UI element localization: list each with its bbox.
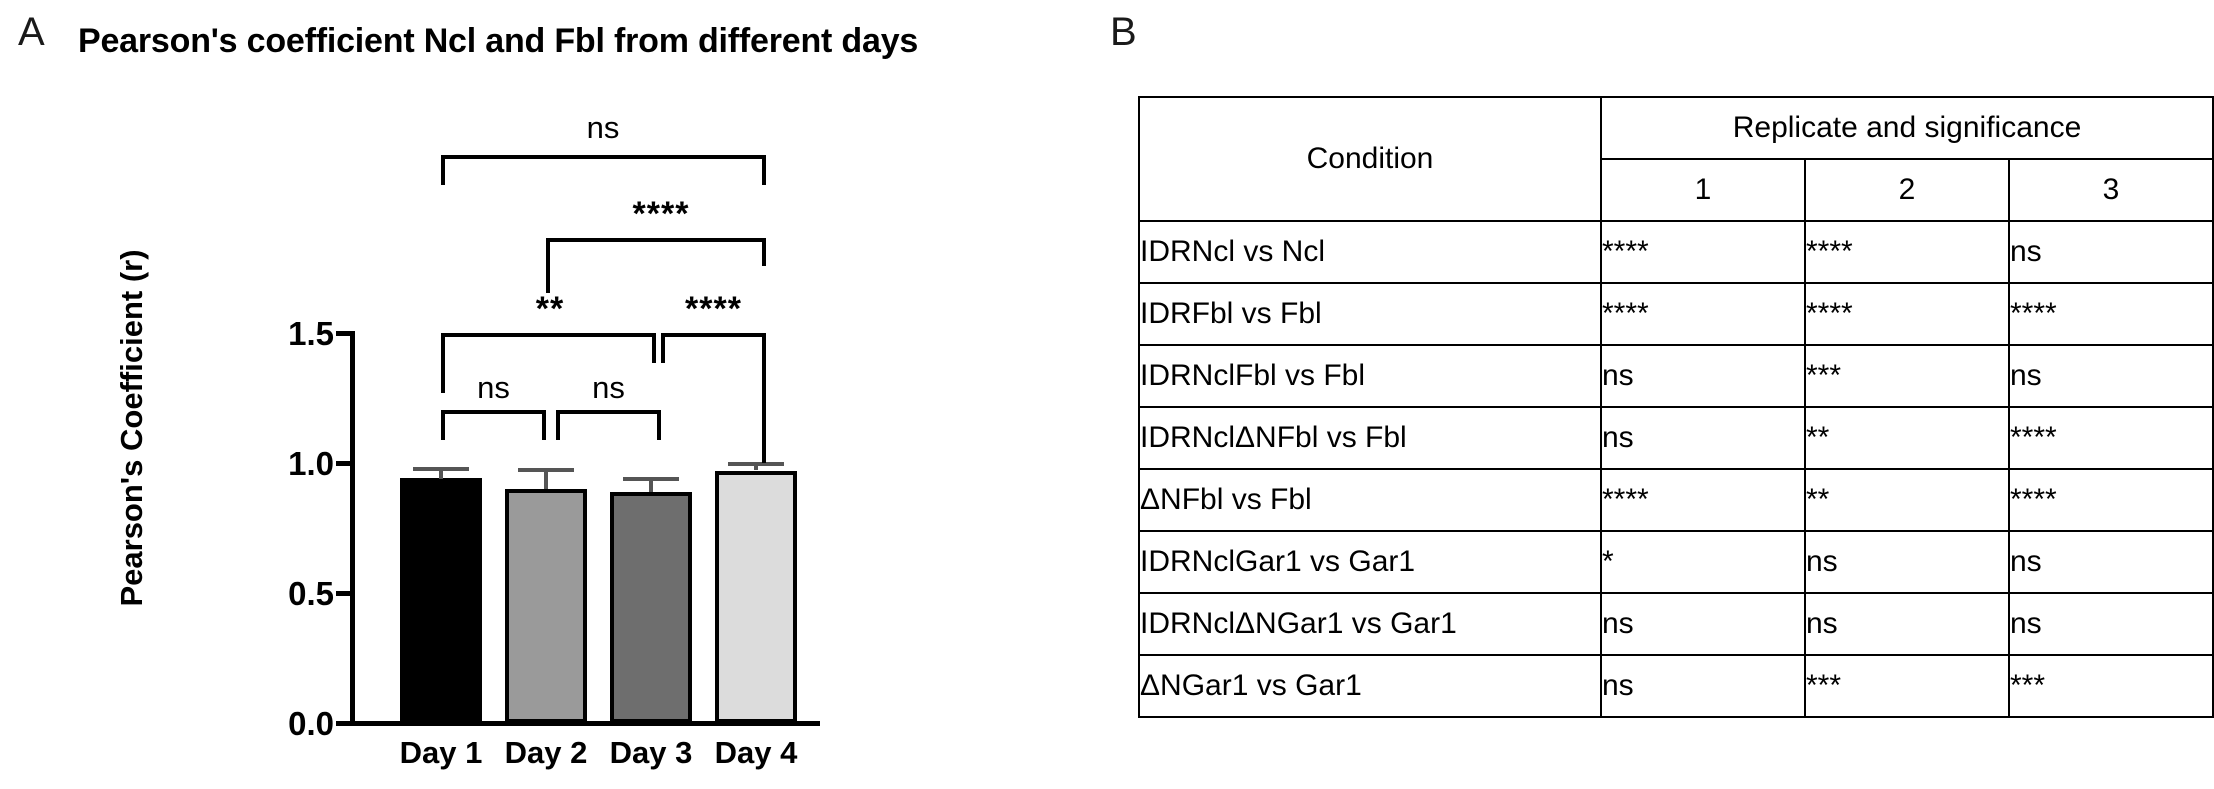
cell-condition: IDRNclFbl vs Fbl: [1138, 344, 1602, 408]
cell-significance-1: ****: [1600, 220, 1806, 284]
y-tick-label-1-0: 1.0: [288, 445, 334, 482]
cell-significance-3: ****: [2008, 406, 2214, 470]
cell-condition: ΔNGar1 vs Gar1: [1138, 654, 1602, 718]
errorbar-cap-day-2: [518, 468, 574, 472]
cell-significance-3: ***: [2008, 654, 2214, 718]
cell-significance-3: ns: [2008, 530, 2214, 594]
x-axis-line: [350, 721, 820, 726]
cell-significance-2: ****: [1804, 282, 2010, 346]
errorbar-cap-day-4: [728, 462, 784, 466]
y-tick-label-0-0: 0.0: [288, 705, 334, 742]
cell-significance-3: ns: [2008, 592, 2214, 656]
table-header-replicate-2: 2: [1804, 158, 2010, 222]
cell-condition: ΔNFbl vs Fbl: [1138, 468, 1602, 532]
y-axis-line: [350, 331, 355, 726]
y-tick-mark-1-0: [336, 461, 352, 466]
cell-significance-1: ns: [1600, 654, 1806, 718]
errorbar-stem-day-1: [439, 467, 443, 479]
table-row: ΔNFbl vs Fbl **** ** ****: [1138, 468, 2214, 532]
table-row: IDRFbl vs Fbl **** **** ****: [1138, 282, 2214, 346]
sig-label-day3-day4: ****: [685, 290, 742, 328]
cell-significance-3: ****: [2008, 282, 2214, 346]
errorbar-stem-day-4: [754, 462, 758, 470]
cell-significance-3: ns: [2008, 220, 2214, 284]
significance-table: Condition Replicate and significance 1 2…: [1138, 96, 2214, 718]
bar-day-1: [400, 478, 482, 723]
cell-condition: IDRNclGar1 vs Gar1: [1138, 530, 1602, 594]
cell-significance-2: **: [1804, 468, 2010, 532]
table-row: ΔNGar1 vs Gar1 ns *** ***: [1138, 654, 2214, 718]
x-tick-label-day-4: Day 4: [714, 735, 798, 770]
cell-condition: IDRNcl vs Ncl: [1138, 220, 1602, 284]
y-axis-title: Pearson's Coefficient (r): [114, 249, 149, 607]
cell-significance-3: ns: [2008, 344, 2214, 408]
bar-day-4: [715, 471, 797, 723]
sig-label-day1-day2: ns: [477, 370, 510, 405]
table-header-replicate-group: Replicate and significance: [1600, 96, 2214, 160]
table-row: IDRNclGar1 vs Gar1 * ns ns: [1138, 530, 2214, 594]
y-tick-mark-0-5: [336, 591, 352, 596]
sig-label-day1-day3: **: [535, 290, 565, 328]
y-tick-mark-1-5: [336, 331, 352, 336]
sig-label-day1-day4: ns: [586, 110, 620, 145]
cell-condition: IDRFbl vs Fbl: [1138, 282, 1602, 346]
cell-significance-2: ns: [1804, 530, 2010, 594]
cell-significance-2: ns: [1804, 592, 2010, 656]
x-tick-label-day-3: Day 3: [609, 735, 693, 770]
table-row: IDRNclFbl vs Fbl ns *** ns: [1138, 344, 2214, 408]
cell-significance-2: ****: [1804, 220, 2010, 284]
table-header-row-bottom: 1 2 3: [1139, 158, 2214, 222]
sig-label-day2-day3: ns: [592, 370, 625, 405]
table-header-row-top: Condition Replicate and significance: [1138, 96, 2214, 222]
table-header-replicate-1: 1: [1600, 158, 1806, 222]
table-row: IDRNcl vs Ncl **** **** ns: [1138, 220, 2214, 284]
panel-a-chart: Pearson's coefficient Ncl and Fbl from d…: [0, 0, 1100, 789]
cell-significance-1: ****: [1600, 468, 1806, 532]
panel-b-table: Condition Replicate and significance 1 2…: [1138, 96, 2214, 718]
cell-significance-2: **: [1804, 406, 2010, 470]
cell-significance-1: ns: [1600, 344, 1806, 408]
y-tick-label-1-5: 1.5: [288, 315, 334, 352]
cell-condition: IDRNclΔNGar1 vs Gar1: [1138, 592, 1602, 656]
cell-significance-1: ****: [1600, 282, 1806, 346]
table-header-replicate-3: 3: [2008, 158, 2214, 222]
errorbar-stem-day-2: [544, 468, 548, 489]
table-row: IDRNclΔNGar1 vs Gar1 ns ns ns: [1138, 592, 2214, 656]
cell-significance-1: *: [1600, 530, 1806, 594]
x-tick-label-day-2: Day 2: [504, 735, 588, 770]
table-head: Condition Replicate and significance 1 2…: [1138, 96, 2214, 222]
table-header-condition: Condition: [1138, 96, 1602, 222]
y-tick-label-0-5: 0.5: [288, 575, 334, 612]
plot-area: Pearson's Coefficient (r) 1.5 1.0 0.5 0.…: [0, 0, 1100, 789]
cell-significance-2: ***: [1804, 654, 2010, 718]
bar-day-2: [505, 489, 587, 723]
bar-day-3: [610, 492, 692, 723]
x-tick-label-day-1: Day 1: [399, 735, 483, 770]
y-axis-ticks: 1.5 1.0 0.5 0.0: [244, 0, 334, 789]
chart-title: Pearson's coefficient Ncl and Fbl from d…: [78, 22, 919, 60]
cell-condition: IDRNclΔNFbl vs Fbl: [1138, 406, 1602, 470]
table-row: IDRNclΔNFbl vs Fbl ns ** ****: [1138, 406, 2214, 470]
sig-label-day2-day4: ****: [632, 195, 690, 233]
table-body: IDRNcl vs Ncl **** **** ns IDRFbl vs Fbl…: [1138, 220, 2214, 718]
panel-label-b: B: [1110, 10, 1137, 54]
errorbar-cap-day-1: [413, 467, 469, 471]
panel-label-a: A: [18, 10, 45, 54]
cell-significance-1: ns: [1600, 592, 1806, 656]
errorbar-stem-day-3: [649, 477, 653, 492]
cell-significance-2: ***: [1804, 344, 2010, 408]
cell-significance-3: ****: [2008, 468, 2214, 532]
y-tick-mark-0-0: [336, 721, 352, 726]
errorbar-cap-day-3: [623, 477, 679, 481]
cell-significance-1: ns: [1600, 406, 1806, 470]
